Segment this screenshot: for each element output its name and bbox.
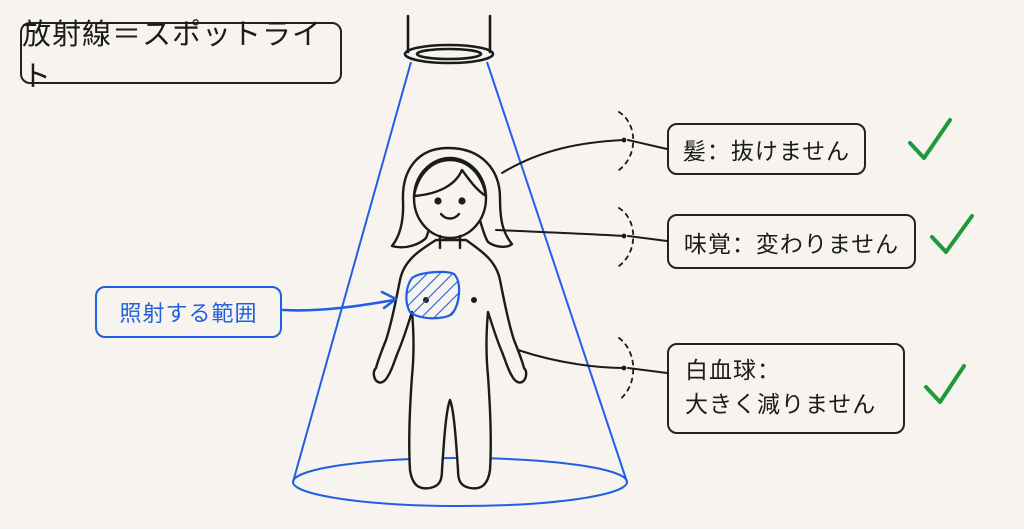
wbc-effect-line2: 大きく減りません [685, 391, 877, 418]
spotlight-icon [403, 14, 495, 65]
title-text: 放射線＝スポットライト [22, 17, 323, 93]
title-box: 放射線＝スポットライト [20, 17, 342, 93]
spotlight-beam [292, 61, 628, 507]
person-figure-icon [372, 146, 528, 490]
check-mark-icon [930, 214, 974, 254]
box-links [627, 139, 668, 374]
taste-effect-text: 味覚：変わりません [683, 231, 900, 258]
hair-effect-text: 髪：抜けません [682, 139, 851, 165]
connector-endpoints [618, 111, 635, 401]
check-mark-icon [908, 118, 952, 160]
wbc-effect-box: 白血球： 大きく減りません [667, 343, 905, 434]
irradiation-label-box: 照射する範囲 [95, 286, 282, 338]
taste-effect-box: 味覚：変わりません [667, 214, 916, 269]
irradiation-arrow [281, 290, 398, 312]
check-mark-icon [924, 364, 966, 404]
connector-lines [495, 139, 625, 369]
connector-dots [621, 137, 627, 371]
hair-effect-box: 髪：抜けません [667, 123, 866, 175]
wbc-effect-line1: 白血球： [685, 358, 781, 385]
irradiation-label: 照射する範囲 [119, 302, 258, 327]
irradiation-area [405, 270, 461, 320]
